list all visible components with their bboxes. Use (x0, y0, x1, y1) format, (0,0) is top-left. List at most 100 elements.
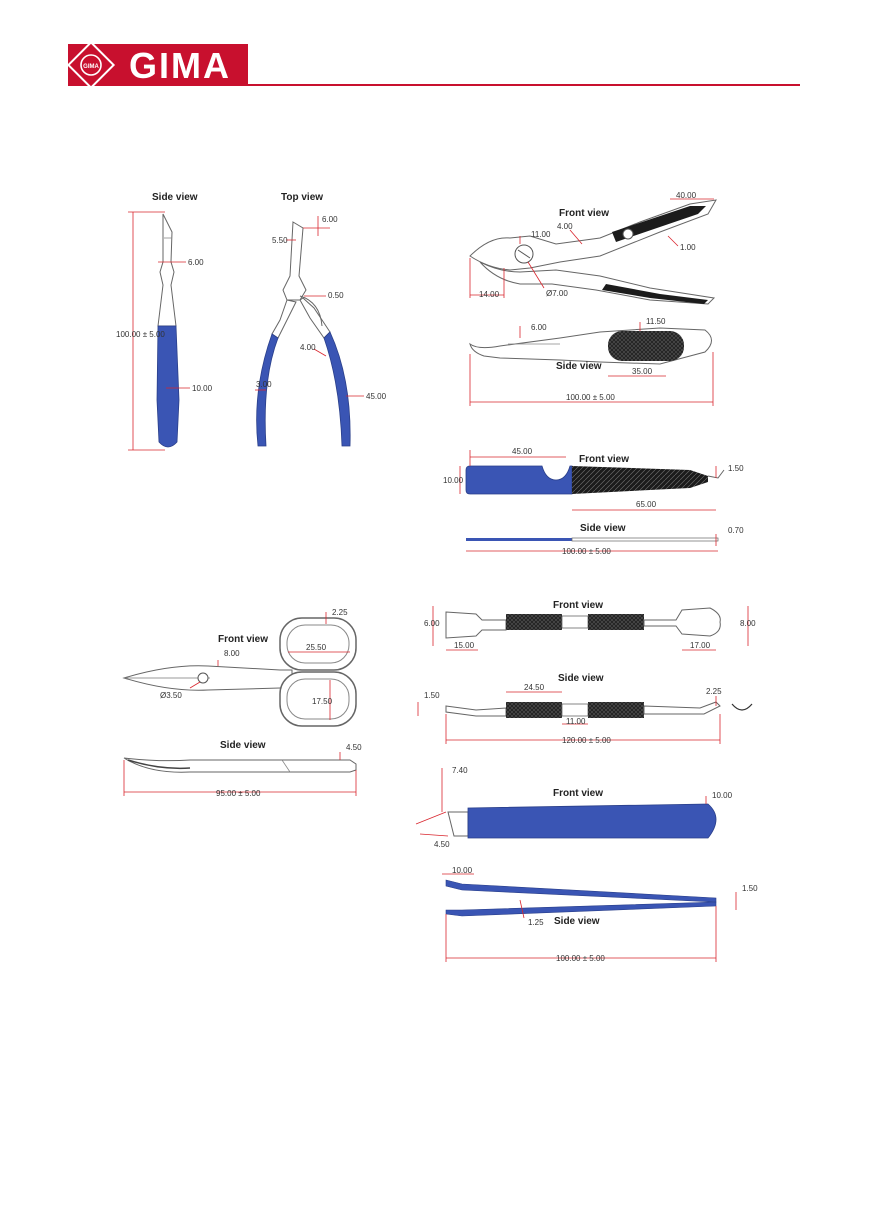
pusher-side-view: Side view 1.50 24.50 2.25 11.00 120.00 ±… (417, 673, 753, 745)
tweezers-d2: 10.00 (712, 791, 733, 800)
cutter-length-label: 100.00 ± 5.00 (566, 393, 615, 402)
cutter-d5: 14.00 (479, 290, 500, 299)
scissors-front-view-title: Front view (218, 634, 268, 645)
nipper-top-head (282, 221, 307, 301)
pusher-d5: 1.50 (424, 691, 440, 700)
tweezers-d6: 1.25 (528, 918, 544, 927)
file-d3: 1.50 (728, 464, 744, 473)
cutter-spring-pivot (622, 228, 634, 240)
pusher-front-view: Front view 6.00 8.00 15.00 17.00 (424, 600, 756, 651)
scissors-side-body (123, 757, 357, 773)
scissors-front-view: Front view 2.25 8.00 25.50 Ø3.50 17.50 (122, 608, 357, 727)
scissors-d6: 4.50 (346, 743, 362, 752)
cutter-d3: 4.00 (557, 222, 573, 231)
header-rule (248, 84, 800, 86)
file-handle (465, 465, 573, 495)
nipper-d4: 5.50 (272, 236, 288, 245)
nipper-d1: 6.00 (188, 258, 204, 267)
cutter-d2: 11.00 (531, 230, 551, 239)
file-tip (707, 469, 725, 479)
scissors-screw (197, 672, 209, 684)
svg-text:GIMA: GIMA (83, 64, 99, 70)
gima-seal-icon: GIMA (68, 44, 116, 86)
pusher-d6: 24.50 (524, 683, 545, 692)
tweezers-lower-arm (445, 901, 717, 917)
pusher-front-view-title: Front view (553, 600, 603, 611)
file-d1: 45.00 (512, 447, 533, 456)
file-d4: 65.00 (636, 500, 657, 509)
pusher-grip-left (506, 614, 562, 630)
tweezers-d5: 1.50 (742, 884, 758, 893)
cutter-d7: 6.00 (531, 323, 547, 332)
nipper-top-handle-right (323, 331, 351, 447)
scissors-d5: 17.50 (312, 697, 333, 706)
cutter-front-view-title: Front view (559, 208, 609, 219)
file-front-view-title: Front view (579, 454, 629, 465)
scissors-d4: Ø3.50 (160, 691, 182, 700)
cutter-side-view: Side view 6.00 11.50 35.00 100.00 ± 5.00 (469, 317, 714, 406)
cutter-lower-grip (602, 284, 708, 304)
nipper-top-view: Top view 6.00 5.50 0.50 4.00 3.00 45.00 (255, 192, 387, 447)
scissors-side-view: Side view 4.50 95.00 ± 5.00 (123, 740, 362, 798)
file-d5: 0.70 (728, 526, 744, 535)
tweezers-side-view-title: Side view (554, 916, 600, 927)
nipper-d6: 4.00 (300, 343, 316, 352)
pusher-right-spoon (643, 607, 721, 637)
tweezers-body (467, 803, 717, 839)
pusher-d7: 2.25 (706, 687, 722, 696)
nipper-d5: 0.50 (328, 291, 344, 300)
cutter-d1: 40.00 (676, 191, 697, 200)
scissors-d2: 8.00 (224, 649, 240, 658)
cutter-upper-grip (612, 206, 706, 242)
brand-name: GIMA (129, 45, 231, 86)
nipper-side-handle (156, 325, 180, 448)
cutter-side-view-title: Side view (556, 361, 602, 372)
nipper-d8: 45.00 (366, 392, 387, 401)
file-blade (572, 466, 708, 494)
nipper-length-label: 100.00 ± 5.00 (116, 330, 165, 339)
cutter-front-view: Front view 40.00 11.00 4.00 1.00 14.00 Ø… (469, 191, 717, 305)
nipper-side-view-title: Side view (152, 192, 198, 203)
pusher-length-label: 120.00 ± 5.00 (562, 736, 611, 745)
pusher-d8: 11.00 (566, 717, 586, 726)
pusher-d4: 17.00 (690, 641, 711, 650)
nipper-top-shank-left (271, 299, 297, 339)
cutter-side-grip (608, 331, 684, 361)
file-d2: 10.00 (443, 476, 464, 485)
pusher-d3: 15.00 (454, 641, 475, 650)
cutter-d8: 11.50 (646, 317, 666, 326)
tweezers-d4: 10.00 (452, 866, 473, 875)
file-side-view-title: Side view (580, 523, 626, 534)
nipper-d2: 10.00 (192, 384, 213, 393)
pusher-side-grip-left (506, 702, 562, 718)
scissors-d3: 25.50 (306, 643, 327, 652)
tweezers-length-label: 100.00 ± 5.00 (556, 954, 605, 963)
cutter-d9: 35.00 (632, 367, 653, 376)
file-front-view: Front view 45.00 10.00 1.50 65.00 (443, 447, 744, 511)
scissors-side-view-title: Side view (220, 740, 266, 751)
scissors-length-label: 95.00 ± 5.00 (216, 789, 261, 798)
pusher-side-grip-right (588, 702, 644, 718)
pusher-side-view-title: Side view (558, 673, 604, 684)
scissors-d1: 2.25 (332, 608, 348, 617)
nipper-top-shank-right (299, 297, 331, 339)
tweezers-tip (447, 811, 469, 837)
cutter-d6: Ø7.00 (546, 289, 568, 298)
nipper-side-view: Side view 100.00 ± 5.00 6.00 10.00 (116, 192, 213, 451)
logo-background (68, 44, 248, 86)
nipper-top-view-title: Top view (281, 192, 323, 203)
cutter-d4: 1.00 (680, 243, 696, 252)
tweezers-d3: 4.50 (434, 840, 450, 849)
file-side-view: Side view 0.70 100.00 ± 5.00 (466, 523, 744, 556)
pusher-left-tip (445, 611, 507, 639)
file-side-blade (571, 537, 719, 542)
pusher-grip-right (588, 614, 644, 630)
file-side-handle (466, 538, 572, 541)
nipper-d7: 3.00 (256, 380, 272, 389)
tweezers-side-view: Side view 10.00 1.50 1.25 100.00 ± 5.00 (442, 866, 758, 963)
tweezers-front-view: Front view 7.40 10.00 4.50 (415, 766, 733, 849)
tweezers-front-view-title: Front view (553, 788, 603, 799)
pusher-side-right (643, 701, 721, 715)
pusher-side-left (445, 705, 507, 717)
